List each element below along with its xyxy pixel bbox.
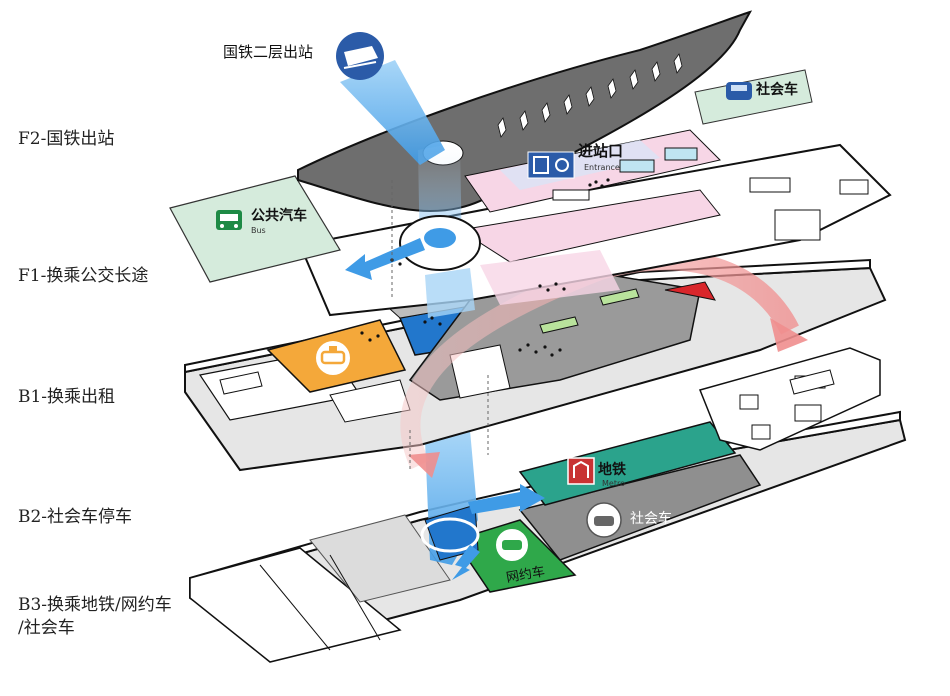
metro-label: 地铁 (598, 461, 626, 478)
train-icon (336, 32, 384, 80)
ride-hailing-label: 网约车 (505, 563, 546, 586)
blue-hall-b3 (424, 504, 479, 561)
level-label-f1: F1-换乘公交长途 (18, 266, 149, 286)
rail-exit-flow (340, 60, 445, 165)
car-parking-zone (518, 454, 762, 561)
metro-icon (567, 457, 595, 485)
parking-car-icon (586, 502, 622, 538)
car-zone-top (694, 69, 813, 125)
entrance-gate-icon (527, 151, 575, 179)
level-label-b3: B3-换乘地铁/网约车 (18, 595, 172, 615)
entrance-zone-f1 (458, 189, 721, 263)
rail-exit-label: 国铁二层出站 (223, 43, 313, 61)
entrance-label: 进站口 (578, 142, 623, 160)
metro-en-label: Metro (602, 479, 625, 488)
car-top-label: 社会车 (755, 81, 798, 98)
people-icon (360, 178, 610, 357)
canopy-slots (497, 53, 683, 138)
taxi-icon (316, 341, 350, 375)
bus-zone (169, 175, 341, 283)
car-icon (726, 82, 752, 100)
arrow-to-metro (468, 484, 545, 514)
level-label-f2: F2-国铁出站 (18, 129, 115, 149)
bus-label: 公共汽车 (251, 207, 307, 224)
ride-car-icon (494, 527, 530, 563)
entrance-en-label: Entrance (584, 163, 620, 172)
arrow-to-bus (345, 238, 425, 280)
car-bottom-label: 社会车 (630, 510, 672, 527)
level-label-b3-cont: /社会车 (18, 618, 75, 638)
bus-icon (216, 210, 242, 230)
level-label-b2: B2-社会车停车 (18, 507, 133, 527)
level-label-b1: B1-换乘出租 (18, 387, 116, 407)
bus-en-label: Bus (251, 226, 266, 235)
